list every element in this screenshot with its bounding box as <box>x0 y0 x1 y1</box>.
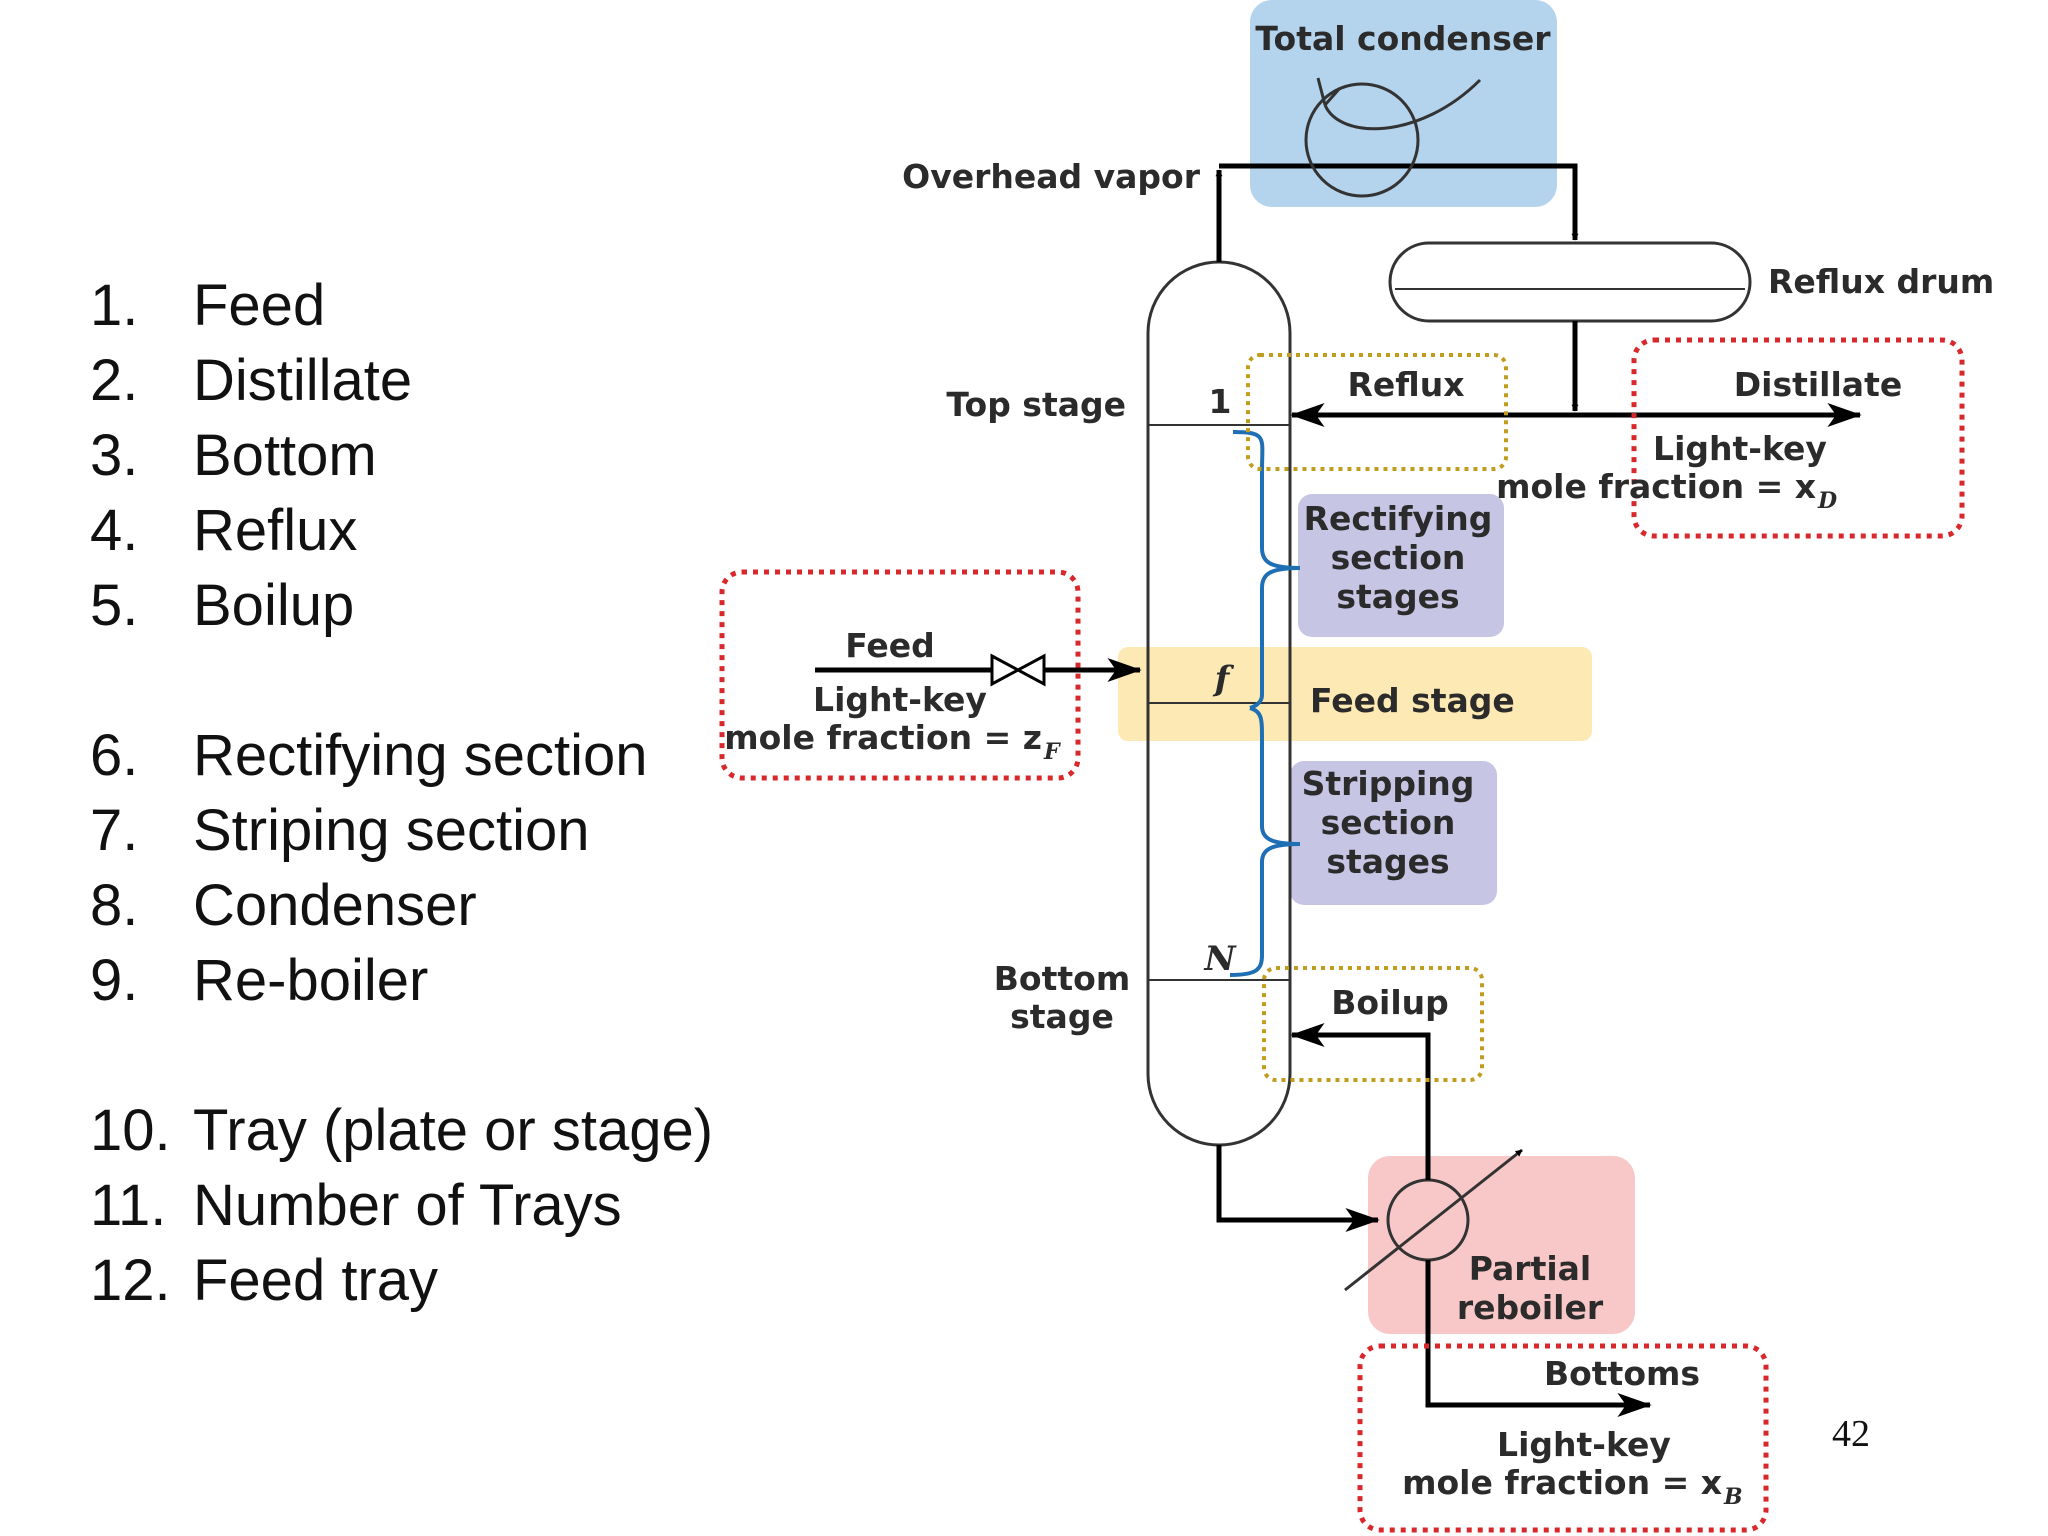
partial-reboiler-label-2: reboiler <box>1457 1288 1604 1327</box>
bottom-outlet-line <box>1216 1145 1380 1232</box>
stripping-label-1: Stripping <box>1302 764 1475 803</box>
list-item: 2.Distillate <box>90 348 413 413</box>
feed-stage-label: Feed stage <box>1310 681 1515 720</box>
reflux-label: Reflux <box>1347 365 1464 404</box>
stripping-label-2: section <box>1321 803 1456 842</box>
distillate-lightkey-label: Light-key <box>1653 429 1827 468</box>
bottoms-mole-fraction-label: mole fraction = x <box>1402 1463 1722 1502</box>
rectifying-brace <box>1232 430 1301 710</box>
bottoms-lightkey-label: Light-key <box>1497 1425 1671 1464</box>
distillate-outline <box>1631 337 1965 539</box>
stripping-label-3: stages <box>1326 842 1449 881</box>
reflux-outline <box>1246 353 1508 471</box>
feed-valve-icon <box>990 653 1046 687</box>
feed-lightkey-label: Light-key <box>813 680 987 719</box>
stripping-highlight <box>1290 761 1497 905</box>
partial-reboiler-label-1: Partial <box>1469 1249 1592 1288</box>
list-item: 8.Condenser <box>90 873 477 938</box>
list-item: 3.Bottom <box>90 423 377 488</box>
top-stage-label: Top stage <box>946 385 1126 424</box>
bottom-stage-label-1: Bottom <box>994 959 1130 998</box>
reflux-drum <box>1388 241 1752 323</box>
list-item: 12.Feed tray <box>90 1248 438 1313</box>
list-item: 1.Feed <box>90 273 326 338</box>
page-number: 42 <box>1832 1413 1870 1455</box>
distillate-mole-fraction-label: mole fraction = x <box>1496 467 1816 506</box>
reboiler-highlight <box>1368 1156 1635 1334</box>
bottoms-mole-fraction-subscript: B <box>1723 1484 1743 1510</box>
bottoms-label: Bottoms <box>1544 1354 1700 1393</box>
rectifying-label-1: Rectifying <box>1304 499 1493 538</box>
rectifying-label-3: stages <box>1336 577 1459 616</box>
distillate-mole-fraction-subscript: D <box>1817 488 1837 514</box>
condenser-coil <box>1323 78 1482 131</box>
bottom-stage-label-2: stage <box>1010 997 1114 1036</box>
feed-outline <box>719 569 1081 781</box>
bottoms-line <box>1425 1260 1652 1417</box>
list-item: 9.Re-boiler <box>90 948 429 1013</box>
boilup-line <box>1290 1023 1431 1180</box>
feed-stage-band <box>1118 647 1592 741</box>
list-item: 10.Tray (plate or stage) <box>90 1098 714 1163</box>
stripping-brace <box>1229 706 1301 977</box>
rectifying-label-2: section <box>1331 538 1466 577</box>
list-item: 6.Rectifying section <box>90 723 648 788</box>
boilup-label: Boilup <box>1331 983 1449 1022</box>
stage-1-label: 1 <box>1209 382 1232 421</box>
condenser-symbol <box>1304 82 1420 198</box>
feed-label: Feed <box>845 626 935 665</box>
condenser-coil-arrow <box>1316 77 1342 106</box>
boilup-outline <box>1262 966 1484 1082</box>
rectifying-highlight <box>1298 494 1504 637</box>
list-item: 11.Number of Trays <box>90 1173 622 1238</box>
total-condenser-label: Total condenser <box>1255 19 1551 58</box>
stage-f-label: f <box>1213 659 1235 699</box>
overhead-vapor-label: Overhead vapor <box>902 157 1201 196</box>
reflux-drum-label: Reflux drum <box>1768 262 1994 301</box>
reboiler-heating-arrow <box>1344 1148 1523 1292</box>
list-item: 5.Boilup <box>90 573 355 638</box>
feed-mole-fraction-subscript: F <box>1043 739 1061 765</box>
condenser-line <box>1219 163 1579 241</box>
list-item: 7.Striping section <box>90 798 590 863</box>
distillate-label: Distillate <box>1734 365 1902 404</box>
list-item: 4.Reflux <box>90 498 358 563</box>
stage-n-label: N <box>1203 939 1237 979</box>
feed-mole-fraction-label: mole fraction = z <box>724 718 1042 757</box>
